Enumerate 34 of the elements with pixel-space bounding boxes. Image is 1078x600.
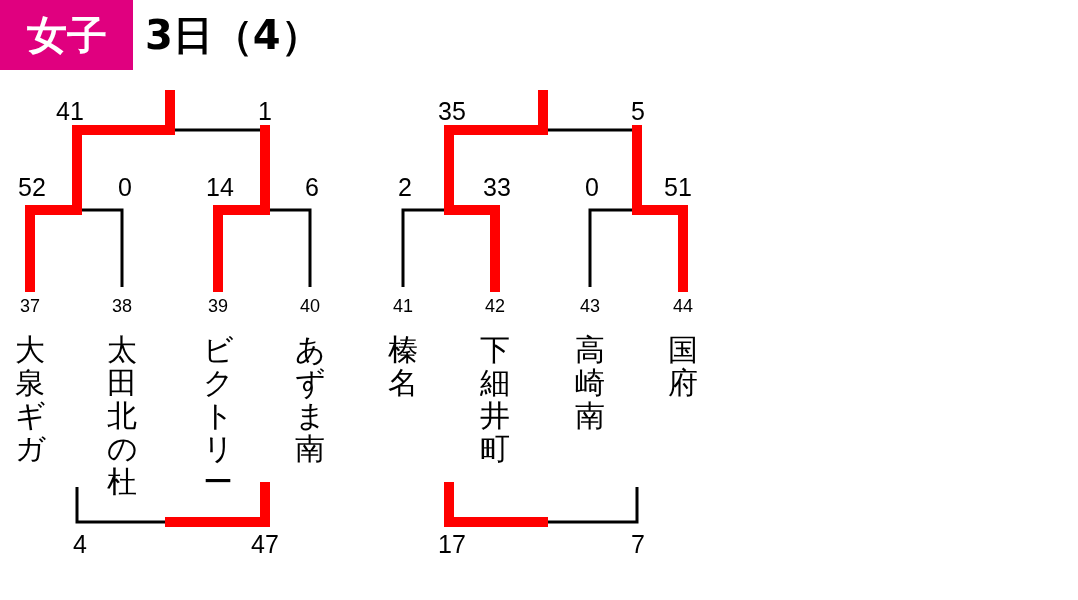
score: 0	[585, 173, 599, 202]
title: 3日（4）	[145, 11, 321, 60]
score: 51	[664, 173, 692, 202]
score: 52	[18, 173, 46, 202]
team-number: 37	[20, 296, 40, 317]
score: 6	[305, 173, 319, 202]
team-name: 大泉ギガ	[15, 333, 45, 465]
team-number: 40	[300, 296, 320, 317]
team-number: 44	[673, 296, 693, 317]
score: 41	[56, 97, 84, 126]
team-number: 38	[112, 296, 132, 317]
score: 33	[483, 173, 511, 202]
team-number: 39	[208, 296, 228, 317]
category-tag: 女子	[0, 0, 133, 70]
score: 0	[118, 173, 132, 202]
score: 4	[73, 530, 87, 559]
score: 5	[631, 97, 645, 126]
score: 1	[258, 97, 272, 126]
team-name: 太田北の杜	[107, 333, 137, 498]
score: 47	[251, 530, 279, 559]
team-number: 43	[580, 296, 600, 317]
score: 7	[631, 530, 645, 559]
team-name: 高崎南	[575, 333, 605, 432]
score: 14	[206, 173, 234, 202]
team-name: 国府	[668, 333, 698, 399]
team-number: 41	[393, 296, 413, 317]
team-name: ビクトリー	[203, 333, 233, 498]
score: 2	[398, 173, 412, 202]
team-name: 榛名	[388, 333, 418, 399]
score: 17	[438, 530, 466, 559]
team-number: 42	[485, 296, 505, 317]
team-name: 下細井町	[480, 333, 510, 465]
score: 35	[438, 97, 466, 126]
team-name: あずま南	[295, 333, 325, 465]
